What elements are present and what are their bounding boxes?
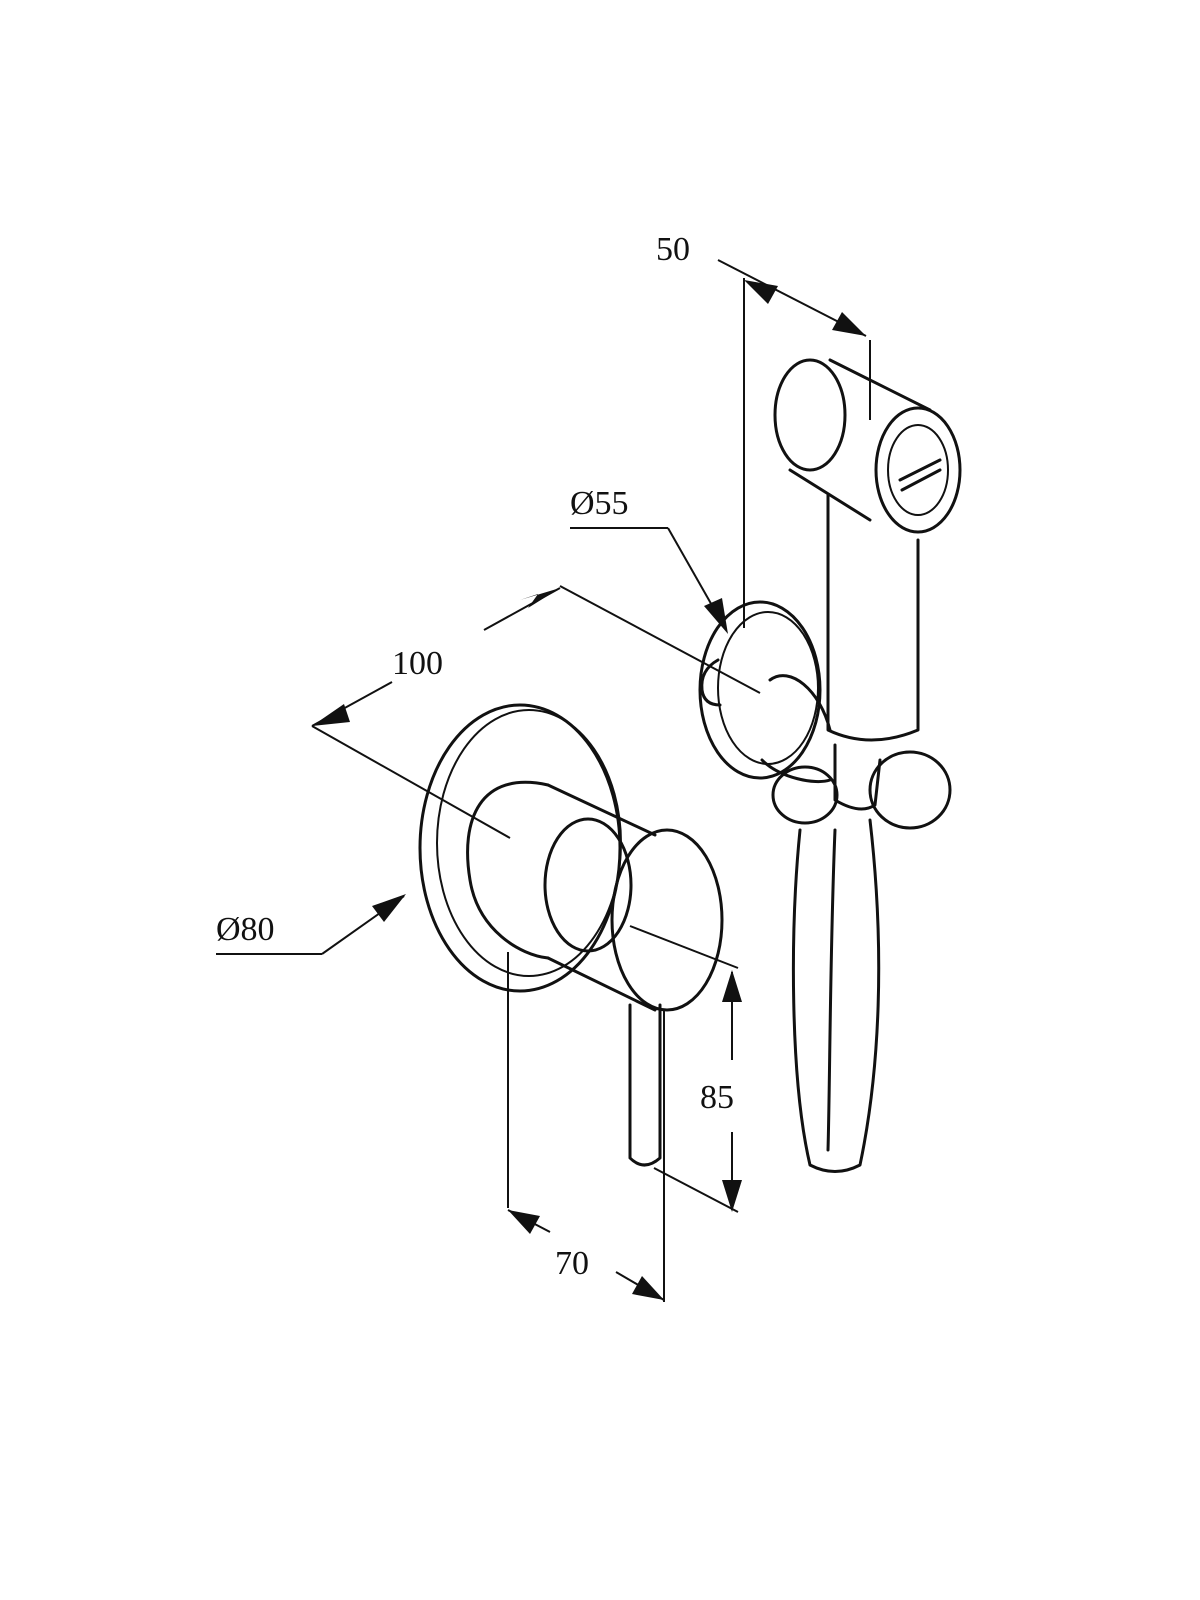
label-70: 70 [555, 1245, 589, 1282]
dim-70-arrow-right [632, 1276, 664, 1300]
handset-grip [826, 493, 920, 742]
dim-50-arrow-start [744, 280, 778, 304]
hose-inner [826, 828, 837, 1152]
holder-knob [868, 750, 952, 830]
mixer-valve [418, 703, 724, 1167]
hose [791, 818, 881, 1173]
holder-arm [760, 674, 832, 784]
shower-head-back [773, 358, 847, 472]
shower-head [788, 358, 932, 522]
label-50: 50 [656, 231, 690, 268]
dim-85-ext-bottom [653, 1167, 739, 1213]
handle-face [610, 828, 724, 1012]
dimension-lines [216, 259, 871, 1302]
valve-body [466, 780, 550, 960]
label-85: 85 [700, 1079, 734, 1116]
label-100: 100 [392, 645, 443, 682]
handle-rear-ring [543, 817, 633, 953]
shower-nozzle-ring [887, 424, 949, 516]
dim-100-arrow-top [520, 588, 560, 608]
handset-assembly [698, 358, 962, 1173]
nozzle-slot [898, 458, 942, 492]
label-80: Ø80 [216, 911, 275, 948]
holder-plate [698, 600, 822, 780]
dim-100-ext-lower [311, 725, 511, 839]
dim-70-arrow-left [508, 1210, 540, 1234]
dim-50-arrow-end [832, 312, 866, 336]
dim-100-arrow-bottom [312, 704, 350, 726]
dimension-labels: 50 Ø55 100 Ø80 85 70 [216, 231, 734, 1282]
handle-cylinder [546, 783, 657, 1012]
dim-100-ext-upper [559, 585, 761, 694]
dim-85-arrow-top [722, 970, 742, 1002]
dim-80-arrow [372, 894, 406, 922]
dim-85-arrow-bottom [722, 1180, 742, 1212]
hose-nut [771, 765, 839, 825]
dim-85-ext-top [629, 925, 739, 969]
dim-55-arrow [704, 598, 728, 634]
label-55: Ø55 [570, 485, 629, 522]
holder-plate-inner [717, 611, 819, 765]
shower-head-face [874, 406, 962, 534]
lever [628, 1003, 662, 1167]
